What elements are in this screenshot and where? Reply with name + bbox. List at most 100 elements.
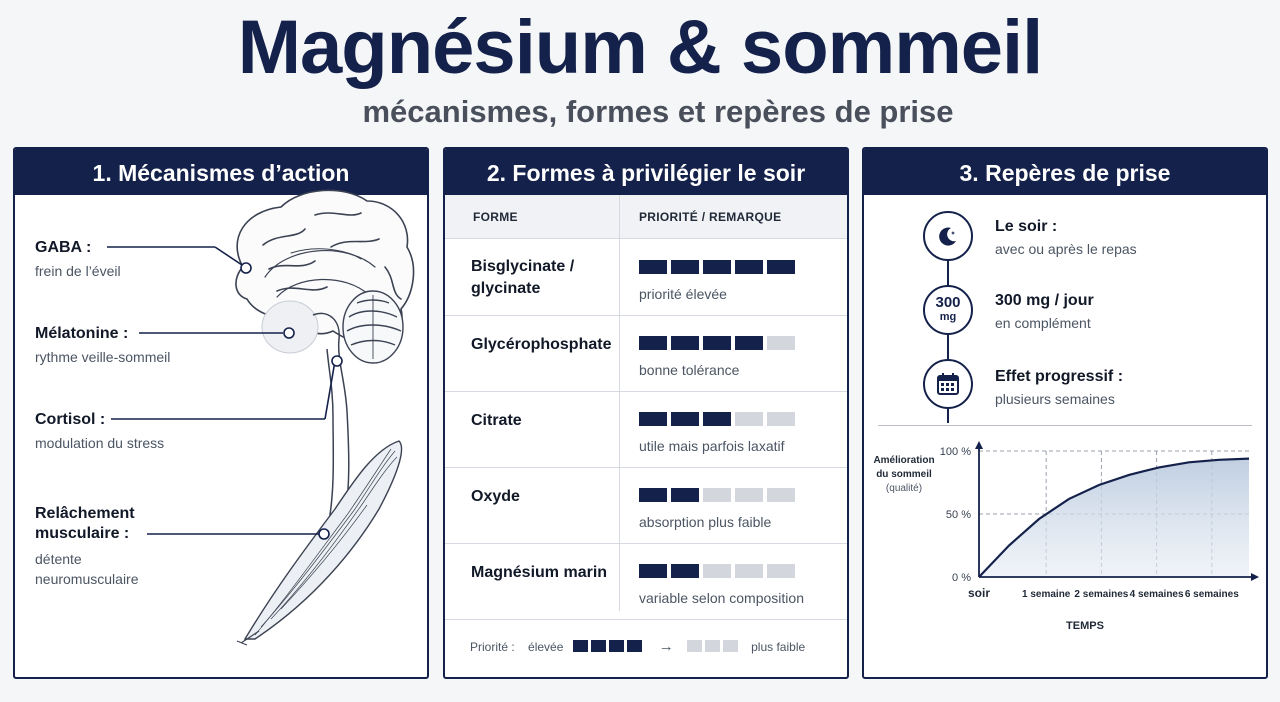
muscle-illustration [236,440,403,646]
moon-icon [923,211,973,261]
dosage-panel: 3. Repères de prise Le soir : avec ou ap… [862,147,1268,679]
priority-bars [639,260,799,279]
priority-bar-segment [767,564,795,578]
section-divider [878,425,1252,426]
legend-swatch-high [591,640,607,652]
step-effet: Effet progressif : plusieurs semaines [995,367,1123,409]
legend-swatch-low [705,640,721,652]
form-name-line: Glycérophosphate [471,336,612,353]
priority-bars [639,412,799,431]
mechanism-cortisol: Cortisol : modulation du stress [35,410,164,453]
priority-bar-segment [767,412,795,426]
priority-bar-segment [767,260,795,274]
legend-arrow: → [658,638,674,655]
priority-bar-segment [735,336,763,350]
priority-legend: Priorité : élevée → plus faible [470,638,805,655]
priority-bar-segment [671,564,699,578]
priority-bar-segment [639,564,667,578]
priority-bar-segment [671,488,699,502]
series-line [978,457,1250,578]
priority-bar-segment [703,412,731,426]
legend-swatch-high [627,640,643,652]
form-row: Magnésium marin variable selon compositio… [445,544,847,620]
priority-bar-segment [703,336,731,350]
forms-panel-header: 2. Formes à privilégier le soir [445,149,847,195]
x-tick-label: soir [968,586,990,600]
y-tick-label: 100 % [940,446,971,458]
form-name-line: Citrate [471,412,522,429]
mechanism-label-line2: musculaire : [35,525,130,542]
priority-bars [639,488,799,507]
step-dose: 300 mg / jour en complément [995,291,1094,333]
form-name-line: Oxyde [471,488,520,505]
priority-bar-segment [671,260,699,274]
step-desc: avec ou après le repas [995,241,1137,257]
mechanism-desc: frein de l’éveil [35,263,121,279]
mechanism-label: Relâchement [35,505,135,522]
priority-bar-segment [735,488,763,502]
form-remark: utile mais parfois laxatif [639,438,785,454]
y-tick-label: 50 % [946,509,971,521]
series-area [979,458,1249,577]
cerebellum [342,290,404,364]
mechanism-desc: détente [35,551,82,567]
priority-bar-segment [767,488,795,502]
x-axis-label: TEMPS [1066,620,1104,632]
form-name: Citrate [471,410,611,432]
step-soir: Le soir : avec ou après le repas [995,217,1137,259]
x-tick-label: 4 semaines [1130,589,1184,600]
legend-swatch-high [609,640,625,652]
y-axis-label: du sommeil [876,469,932,480]
step-desc: plusieurs semaines [995,391,1115,407]
form-name: Oxyde [471,486,611,508]
mechanism-desc: rythme veille-sommeil [35,349,171,365]
form-name-line: Bisglycinate / [471,258,575,275]
priority-bars [639,336,799,355]
mechanism-desc-line2: neuromusculaire [35,571,139,587]
form-remark: variable selon composition [639,590,804,606]
brainstem [312,312,350,530]
x-axis-arrow [1251,573,1259,581]
form-remark: priorité élevée [639,286,727,302]
dose-300mg-icon: 300 mg [923,285,973,335]
mechanism-melatonine: Mélatonine : rythme veille-sommeil [35,324,170,367]
priority-bar-segment [671,412,699,426]
legend-swatch-low [723,640,739,652]
y-tick-label: 0 % [952,572,971,584]
step-title: Le soir : [995,218,1058,235]
priority-bars [639,564,799,583]
thalamus-region [261,300,319,354]
priority-bar-segment [671,336,699,350]
y-axis-arrow [975,441,983,449]
form-name-line: Magnésium marin [471,564,608,581]
priority-bar-segment [703,488,731,502]
forms-table-header: FORME PRIORITÉ / REMARQUE [445,195,847,239]
mechanism-gaba: GABA : frein de l’éveil [35,238,121,281]
form-name: Magnésium marin [471,562,611,584]
mechanism-desc: modulation du stress [35,435,165,451]
priority-bar-segment [639,412,667,426]
legend-low: plus faible [751,640,806,654]
dosage-panel-header: 3. Repères de prise [864,149,1266,195]
y-axis-label: Amélioration [873,455,934,466]
column-header-forme: FORME [473,210,518,224]
legend-swatch-high [573,640,589,652]
mechanism-relachement: Relâchement musculaire : détente neuromu… [35,504,139,589]
mechanism-label: Cortisol : [35,411,106,428]
dose-icon-unit: mg [939,311,957,323]
mechanism-label: GABA : [35,239,92,256]
priority-bar-segment [639,488,667,502]
step-desc: en complément [995,315,1091,331]
page-title: Magnésium & sommeil [237,5,1044,90]
x-tick-label: 6 semaines [1185,589,1239,600]
legend-swatch-low [687,640,703,652]
page-subtitle: mécanismes, formes et repères de prise [362,94,954,129]
anatomy-illustration [107,189,415,646]
column-header-priorite: PRIORITÉ / REMARQUE [639,210,782,224]
mechanisms-panel: 1. Mécanismes d’action [13,147,429,679]
x-tick-label: 2 semaines [1074,589,1128,600]
